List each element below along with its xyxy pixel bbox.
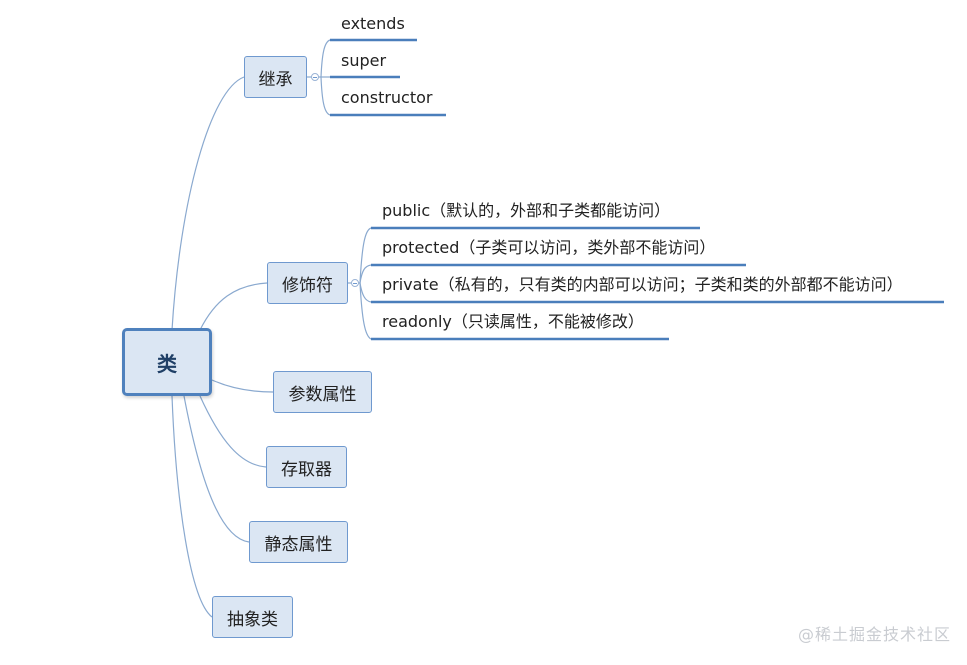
branch-parameter-properties-label: 参数属性 <box>288 384 357 405</box>
connector-modifier-public <box>359 227 372 284</box>
branch-modifier-label: 修饰符 <box>282 275 333 296</box>
connector-param <box>211 379 274 393</box>
connector-modifier <box>199 282 268 331</box>
root-node[interactable]: 类 <box>122 328 212 396</box>
collapse-modifier-icon[interactable] <box>351 279 359 287</box>
leaf-private[interactable]: private（私有的，只有类的内部可以访问；子类和类的外部都不能访问） <box>382 275 903 294</box>
branch-modifier[interactable]: 修饰符 <box>267 262 348 304</box>
branch-accessors[interactable]: 存取器 <box>266 446 347 488</box>
root-label: 类 <box>157 351 177 376</box>
collapse-inherit-icon[interactable] <box>311 73 319 81</box>
leaf-readonly[interactable]: readonly（只读属性，不能被修改） <box>382 312 644 331</box>
branch-static-properties-label: 静态属性 <box>264 534 333 555</box>
leaf-extends[interactable]: extends <box>341 14 405 33</box>
connector-inherit-extends <box>320 39 331 78</box>
branch-inherit[interactable]: 继承 <box>244 56 307 98</box>
branch-parameter-properties[interactable]: 参数属性 <box>273 371 372 413</box>
connector-modifier-readonly <box>359 282 372 340</box>
connector-abstract <box>171 395 213 618</box>
connector-inherit-constructor <box>320 76 331 116</box>
branch-accessors-label: 存取器 <box>281 459 332 480</box>
leaf-super[interactable]: super <box>341 51 387 70</box>
branch-abstract-class-label: 抽象类 <box>227 609 278 630</box>
branch-abstract-class[interactable]: 抽象类 <box>212 596 293 638</box>
watermark: @稀土掘金技术社区 <box>797 625 951 644</box>
connector-static <box>183 395 250 543</box>
leaf-constructor[interactable]: constructor <box>341 88 433 107</box>
leaf-protected[interactable]: protected（子类可以访问，类外部不能访问） <box>382 238 716 257</box>
connector-modifier-protected <box>359 264 372 284</box>
leaf-public[interactable]: public（默认的，外部和子类都能访问） <box>382 201 671 220</box>
branch-static-properties[interactable]: 静态属性 <box>249 521 348 563</box>
branch-inherit-label: 继承 <box>258 69 293 90</box>
connector-accessor <box>199 395 267 468</box>
connector-inherit <box>171 76 245 331</box>
